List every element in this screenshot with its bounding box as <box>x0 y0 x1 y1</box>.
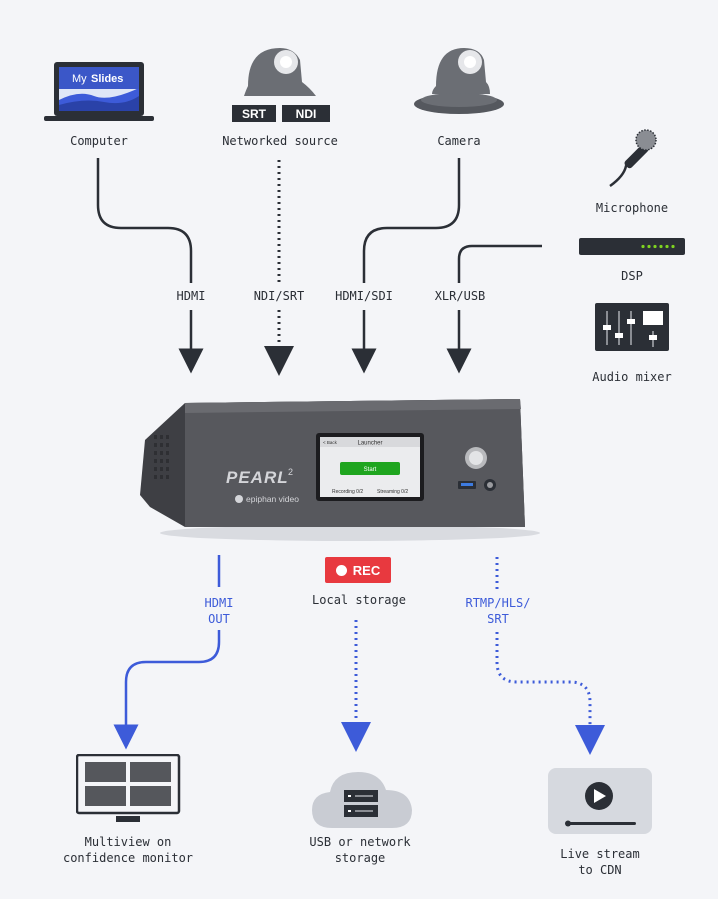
dsp-icon <box>579 238 685 255</box>
camera-icon <box>414 48 504 114</box>
audio-mixer-label: Audio mixer <box>592 370 672 384</box>
laptop-icon: My Slides <box>44 62 154 121</box>
screen-streaming: Streaming 0/2 <box>377 489 408 495</box>
camera-label: Camera <box>437 134 481 148</box>
play-icon <box>594 789 606 803</box>
screen-back: < Back <box>323 440 338 445</box>
monitor-icon <box>76 754 181 822</box>
record-dot-icon <box>335 564 347 576</box>
video-player-icon <box>548 768 652 834</box>
computer-label: Computer <box>70 134 128 148</box>
screen-title: Launcher <box>357 441 382 447</box>
laptop-screen-text-slides: Slides <box>91 73 123 85</box>
storage-label: USB or network storage <box>309 835 411 865</box>
stream-wire <box>495 632 605 755</box>
microphone-icon <box>609 129 657 188</box>
cloud-storage-icon <box>312 772 412 828</box>
ptz-camera-icon: SRT NDI <box>232 48 330 122</box>
microphone-label: Microphone <box>595 201 669 215</box>
laptop-screen-text-my: My <box>72 73 87 85</box>
ndi-badge: NDI <box>296 107 317 121</box>
rec-badge-text: REC <box>352 562 381 578</box>
audio-wire <box>457 244 542 283</box>
camera-wire <box>362 158 461 283</box>
pearl-logo: PEARL <box>226 468 289 487</box>
local-storage-label: Local storage <box>312 593 406 607</box>
hdmi-sdi-connection-label: HDMI/SDI <box>335 289 393 303</box>
live-stream-label: Live stream to CDN <box>560 847 640 877</box>
networked-source-label: Networked source <box>222 134 338 148</box>
screen-recording: Recording 0/2 <box>332 489 363 495</box>
srt-badge: SRT <box>242 107 267 121</box>
hdmi-out-label: HDMI OUT <box>204 596 234 626</box>
rec-badge: REC <box>325 557 391 583</box>
pearl-2-device: PEARL 2 epiphan video < Back Launcher St… <box>140 399 540 541</box>
ndi-srt-connection-label: NDI/SRT <box>253 289 305 303</box>
epiphan-logo: epiphan video <box>246 494 299 504</box>
screen-start: Start <box>364 467 377 473</box>
dsp-label: DSP <box>621 269 643 283</box>
pearl-logo-suffix: 2 <box>288 467 293 477</box>
audio-mixer-icon <box>595 303 669 351</box>
hdmi-out-wire <box>113 630 221 750</box>
hdmi-connection-label: HDMI <box>176 289 206 303</box>
rtmp-hls-srt-label: RTMP/HLS/ SRT <box>465 596 531 626</box>
computer-wire <box>96 158 193 283</box>
multiview-label: Multiview on confidence monitor <box>62 835 194 865</box>
xlr-usb-connection-label: XLR/USB <box>434 289 486 303</box>
